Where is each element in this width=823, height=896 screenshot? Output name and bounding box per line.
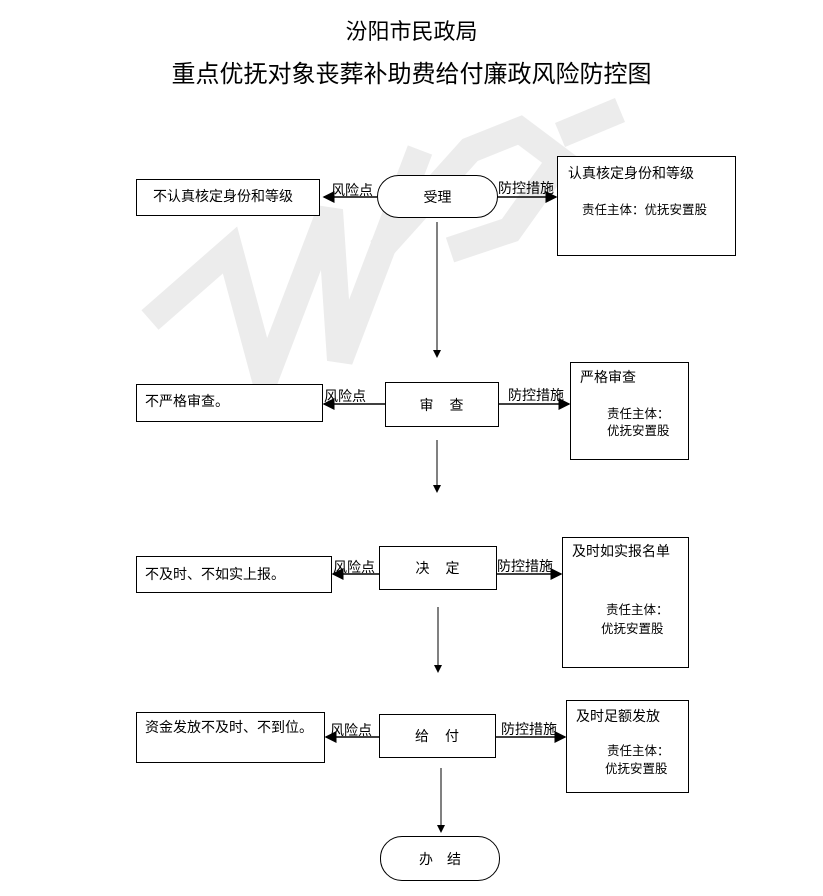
risk-text: 资金发放不及时、不到位。	[145, 720, 313, 736]
step-name: 受理	[423, 189, 452, 206]
owner-text: 优抚安置股	[607, 423, 670, 438]
title-line1: 汾阳市民政局	[345, 20, 478, 45]
title-line2: 重点优抚对象丧葬补助费给付廉政风险防控图	[171, 60, 652, 88]
control-label-4: 防控措施	[501, 722, 557, 738]
wps-watermark	[141, 98, 625, 423]
risk-box-2: 不严格审查。	[136, 384, 323, 422]
owner-label: 责任主体：	[606, 602, 669, 617]
risk-label-2: 风险点	[324, 389, 366, 405]
risk-box-4: 资金发放不及时、不到位。	[136, 712, 325, 763]
control-text: 及时足额发放	[576, 709, 660, 725]
owner-text: 优抚安置股	[605, 761, 668, 776]
owner-label: 责任主体：	[607, 743, 670, 758]
risk-text: 不认真核定身份和等级	[153, 189, 293, 205]
step-name: 决 定	[415, 561, 461, 577]
control-text: 及时如实报名单	[572, 544, 670, 560]
control-text: 认真核定身份和等级	[568, 166, 694, 182]
risk-label-1: 风险点	[331, 183, 373, 199]
risk-label-3: 风险点	[333, 560, 375, 576]
step-name: 给 付	[415, 729, 460, 745]
step-decide: 决 定	[379, 546, 497, 590]
control-label-2: 防控措施	[508, 388, 564, 404]
step-review: 审 查	[385, 382, 499, 427]
risk-label-4: 风险点	[330, 723, 372, 739]
control-label-3: 防控措施	[497, 559, 553, 575]
owner-text: 责任主体：优抚安置股	[582, 202, 708, 217]
risk-text: 不严格审查。	[145, 394, 229, 410]
control-text: 严格审查	[580, 370, 636, 386]
risk-text: 不及时、不如实上报。	[145, 567, 285, 583]
control-box-3: 及时如实报名单 责任主体： 优抚安置股	[562, 537, 689, 668]
risk-box-1: 不认真核定身份和等级	[136, 179, 320, 216]
risk-box-3: 不及时、不如实上报。	[136, 556, 332, 593]
step-name: 审 查	[419, 397, 465, 414]
owner-label: 责任主体：	[607, 406, 670, 421]
step-pay: 给 付	[379, 714, 496, 758]
step-complete: 办 结	[380, 836, 500, 881]
step-name: 办 结	[419, 851, 461, 868]
control-box-1: 认真核定身份和等级 责任主体：优抚安置股	[557, 156, 736, 256]
step-accept: 受理	[377, 175, 498, 218]
control-label-1: 防控措施	[498, 181, 554, 197]
owner-text: 优抚安置股	[601, 621, 664, 636]
control-box-2: 严格审查 责任主体： 优抚安置股	[570, 362, 689, 460]
control-box-4: 及时足额发放 责任主体： 优抚安置股	[566, 700, 689, 793]
